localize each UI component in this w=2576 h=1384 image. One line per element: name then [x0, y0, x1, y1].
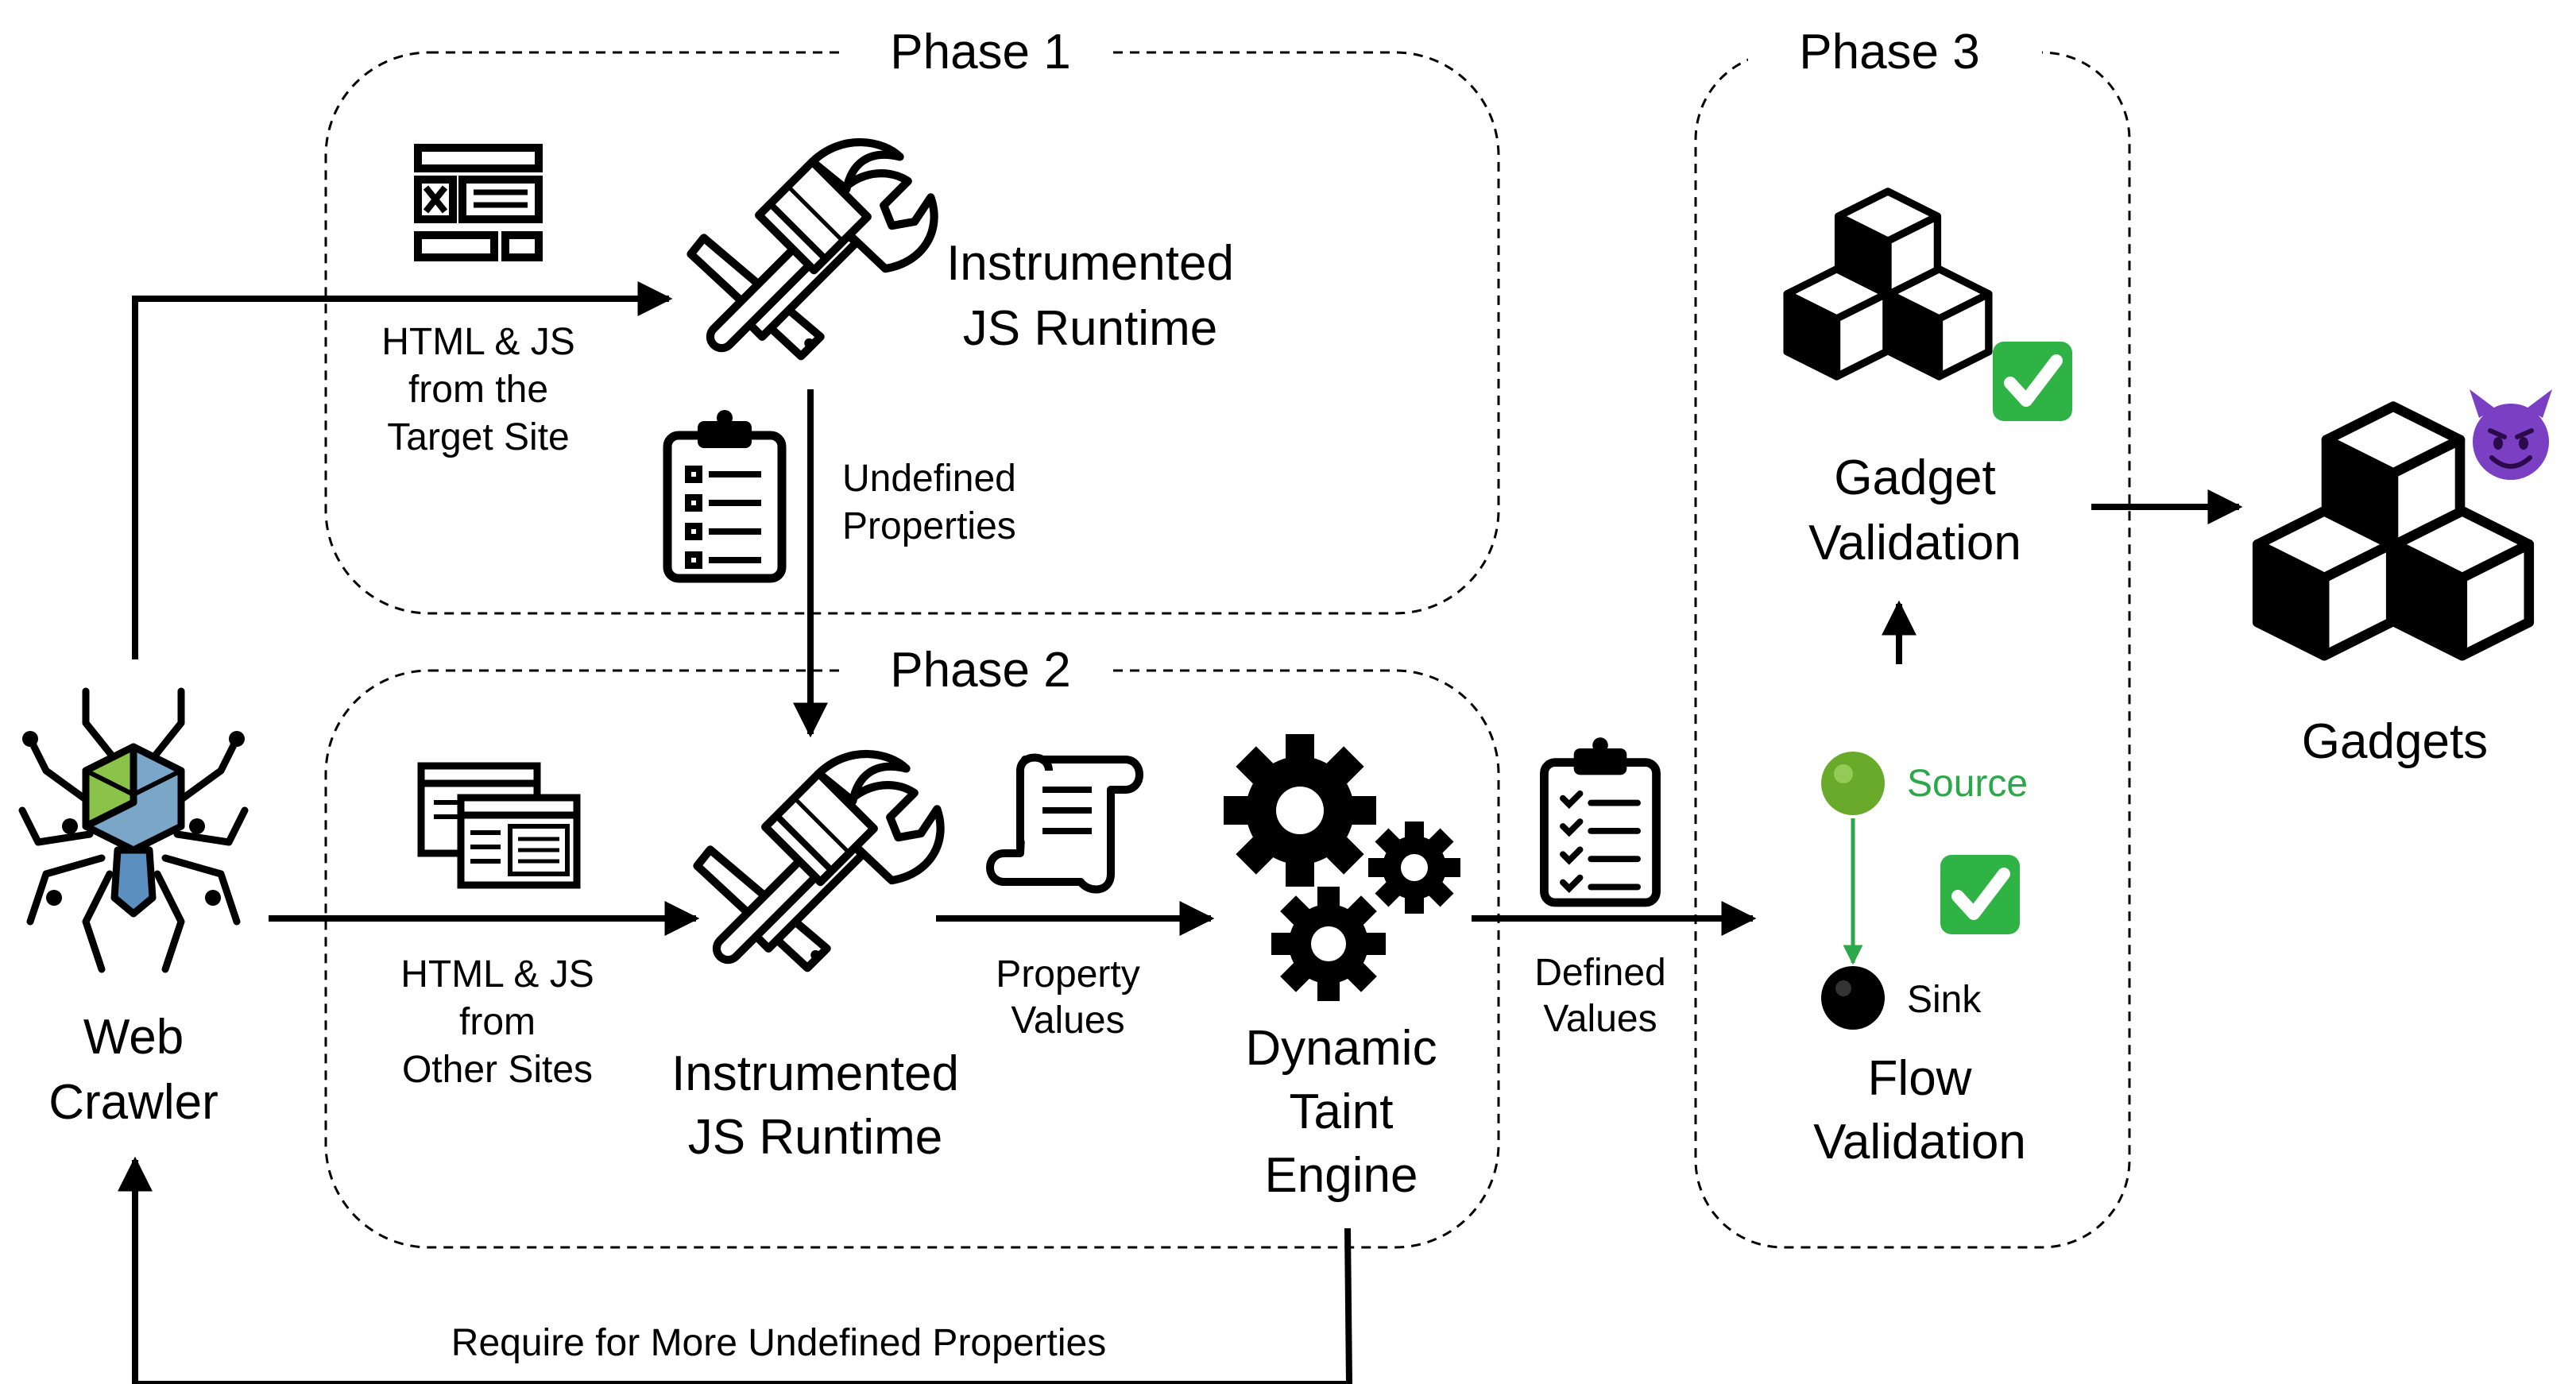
- edge-label-feedback: Require for More Undefined Properties: [451, 1322, 1106, 1364]
- edge-label-undefined-line1: Undefined: [842, 458, 1016, 500]
- phase1-label: Phase 1: [890, 25, 1071, 79]
- runtime1-label-line1: Instrumented: [946, 236, 1234, 291]
- sink-label: Sink: [1907, 979, 1982, 1021]
- taint-engine-label-line1: Dynamic: [1245, 1021, 1437, 1076]
- edge-label-defined-line1: Defined: [1534, 952, 1665, 994]
- phase2-label: Phase 2: [890, 643, 1071, 698]
- taint-engine-label-line3: Engine: [1264, 1148, 1418, 1203]
- clipboard-checklist-icon: [667, 410, 782, 578]
- cubes-icon: [1787, 191, 1989, 377]
- browser-windows-icon: [417, 762, 581, 889]
- edge-label-other-line1: HTML & JS: [400, 953, 594, 995]
- gears-icon: [1224, 734, 1460, 1001]
- runtime2-label-line2: JS Runtime: [688, 1110, 942, 1165]
- runtime1-label-line2: JS Runtime: [963, 301, 1217, 356]
- edge-feedback-to-crawler: [118, 1156, 1353, 1384]
- gadget-validation-label-line2: Validation: [1808, 516, 2021, 570]
- flow-validation-label-line2: Validation: [1813, 1115, 2026, 1169]
- edge-label-undefined-line2: Properties: [842, 505, 1016, 547]
- edge-label-target-line1: HTML & JS: [381, 321, 575, 363]
- check-mark-icon: [1940, 855, 2020, 934]
- sink-node: [1821, 966, 1885, 1030]
- check-mark-icon: [1993, 342, 2072, 421]
- web-page-layout-icon: [414, 144, 543, 261]
- smiling-devil-icon: [2470, 389, 2552, 480]
- phase3-box: [1694, 51, 2131, 1249]
- scroll-icon: [986, 753, 1143, 894]
- hammer-wrench-icon: [697, 754, 940, 968]
- runtime2-label-line1: Instrumented: [671, 1046, 959, 1101]
- edge-label-property-line1: Property: [996, 953, 1139, 995]
- gadget-validation-label-line1: Gadget: [1834, 450, 1995, 505]
- edge-label-property-line2: Values: [1011, 999, 1124, 1042]
- phase2-box: [324, 669, 1500, 1249]
- edge-crawler-to-runtime1: [132, 281, 673, 659]
- flow-validation-label-line1: Flow: [1868, 1051, 1972, 1106]
- web-crawler-label-line2: Crawler: [48, 1075, 219, 1130]
- source-label: Source: [1907, 763, 2028, 805]
- edge-label-other-line2: from: [459, 1001, 536, 1043]
- spider-icon: [18, 687, 249, 973]
- edge-label-other-line3: Other Sites: [402, 1049, 593, 1091]
- edge-label-target-line3: Target Site: [387, 416, 569, 458]
- hammer-wrench-icon: [690, 142, 934, 356]
- taint-engine-label-line2: Taint: [1290, 1084, 1394, 1139]
- gadgets-label: Gadgets: [2302, 714, 2488, 769]
- clipboard-checklist-icon: [1544, 737, 1656, 903]
- phase1-box: [324, 51, 1500, 615]
- edge-label-defined-line2: Values: [1543, 998, 1657, 1040]
- phase3-label: Phase 3: [1799, 25, 1980, 79]
- edge-label-target-line2: from the: [408, 369, 548, 411]
- web-crawler-label-line1: Web: [83, 1010, 184, 1065]
- source-node: [1821, 752, 1885, 815]
